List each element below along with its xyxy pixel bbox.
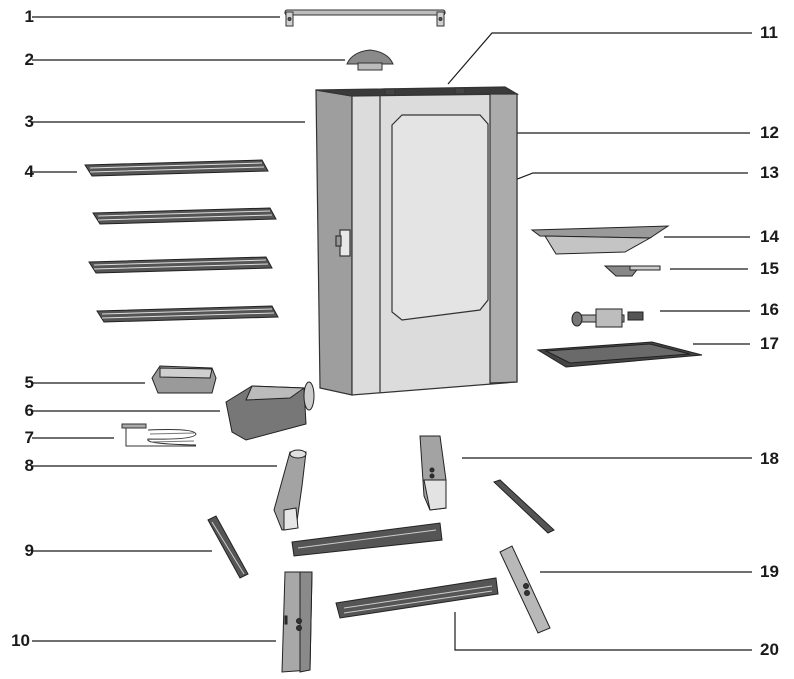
callout-label-15: 15 [760, 259, 779, 278]
part-16-latch-hinge-pin [571, 308, 644, 328]
part-10-front-left-leg [281, 571, 313, 673]
callout-label-18: 18 [760, 449, 779, 468]
callout-label-17: 17 [760, 334, 779, 353]
callout-label-20: 20 [760, 640, 779, 659]
callout-label-3: 3 [24, 112, 34, 131]
callout-label-12: 12 [760, 123, 779, 142]
part-right-side-brace [493, 479, 555, 534]
callout-label-19: 19 [760, 562, 779, 581]
callout-label-10: 10 [11, 631, 30, 650]
leader-line-11 [447, 32, 752, 85]
part-rear-brace [291, 522, 443, 557]
callout-label-16: 16 [760, 300, 779, 319]
part-1-top-handle-bar [284, 9, 446, 27]
wire-rack-1 [84, 159, 269, 177]
callout-label-7: 7 [24, 428, 34, 447]
callout-label-13: 13 [760, 163, 779, 182]
callout-label-5: 5 [24, 373, 34, 392]
callout-label-9: 9 [24, 541, 34, 560]
part-17-drip-tray [536, 341, 703, 368]
wire-rack-3 [88, 256, 273, 274]
callout-label-4: 4 [24, 162, 34, 181]
wire-rack-4 [96, 305, 279, 323]
part-3-cabinet-body [315, 86, 520, 396]
part-2-top-vent-cap [346, 49, 394, 71]
part-5-wood-chip-tray [151, 365, 217, 394]
callout-label-1: 1 [24, 7, 34, 26]
part-20-front-brace [335, 577, 499, 619]
part-8-rear-left-leg [273, 449, 307, 531]
wire-rack-2 [92, 207, 277, 225]
callout-label-2: 2 [24, 50, 34, 69]
callout-label-14: 14 [760, 227, 779, 246]
callout-label-8: 8 [24, 456, 34, 475]
part-9-left-side-brace [207, 515, 249, 579]
callout-label-11: 11 [760, 23, 778, 42]
part-4-wire-rack-shelves [84, 159, 279, 323]
part-14-water-pan [530, 225, 670, 255]
part-19-front-right-leg [499, 545, 551, 634]
part-18-rear-right-leg [419, 435, 447, 511]
callout-label-6: 6 [24, 401, 34, 420]
leader-line-20 [454, 612, 752, 651]
part-15-wood-chip-bowl [603, 265, 661, 277]
part-6-chip-loader-assembly [225, 381, 315, 441]
part-7-heating-element [121, 423, 197, 447]
